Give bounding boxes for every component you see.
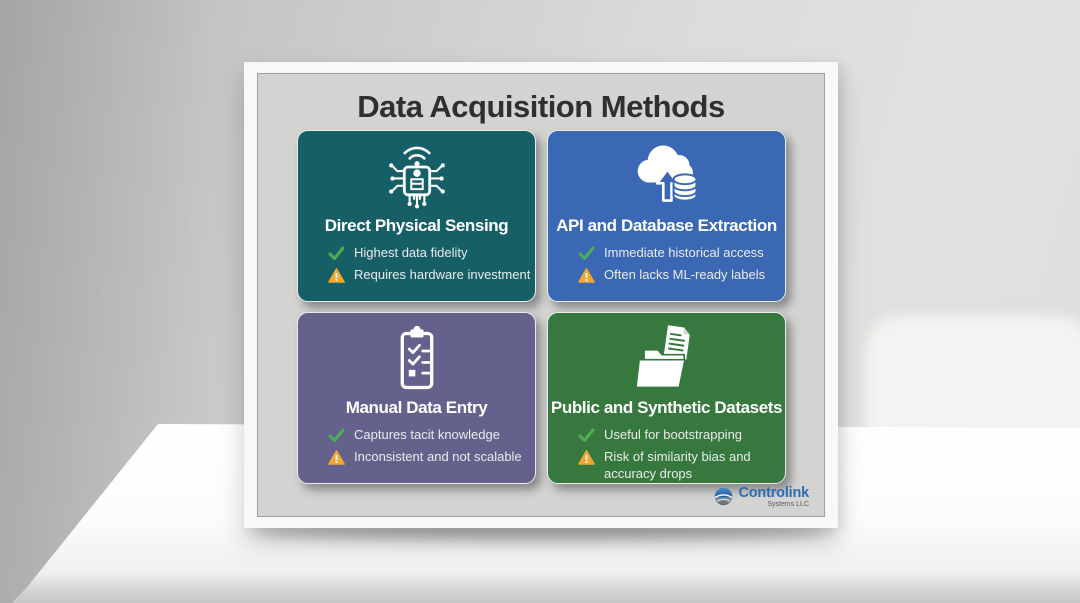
check-icon bbox=[578, 246, 595, 261]
pro-text: Immediate historical access bbox=[604, 245, 764, 260]
warning-icon bbox=[328, 450, 345, 466]
card-manual-data-entry: Manual Data Entry Captures tacit knowled… bbox=[297, 312, 536, 484]
card-bullets: Highest data fidelity Requires hardware … bbox=[298, 239, 535, 284]
pro-text: Captures tacit knowledge bbox=[354, 427, 500, 442]
sensor-chip-icon bbox=[375, 139, 459, 213]
con-item: Requires hardware investment bbox=[328, 267, 535, 284]
card-bullets: Captures tacit knowledge Inconsistent an… bbox=[298, 421, 535, 466]
cloud-upload-database-icon bbox=[625, 139, 709, 213]
check-icon bbox=[328, 428, 345, 443]
card-direct-physical-sensing: Direct Physical Sensing Highest data fid… bbox=[297, 130, 536, 302]
pro-item: Immediate historical access bbox=[578, 245, 785, 261]
card-title: API and Database Extraction bbox=[556, 216, 777, 235]
con-text: Often lacks ML-ready labels bbox=[604, 267, 766, 283]
con-text: Requires hardware investment bbox=[354, 267, 531, 283]
check-icon bbox=[578, 428, 595, 443]
con-text: Risk of similarity bias and accuracy dro… bbox=[604, 449, 751, 481]
con-item: Often lacks ML-ready labels bbox=[578, 267, 785, 284]
card-api-database-extraction: API and Database Extraction Immediate hi… bbox=[547, 130, 786, 302]
pro-text: Useful for bootstrapping bbox=[604, 427, 743, 442]
poster-panel: Data Acquisition Methods bbox=[257, 73, 825, 517]
con-item: Risk of similarity bias and accuracy dro… bbox=[578, 449, 785, 482]
pro-item: Highest data fidelity bbox=[328, 245, 535, 261]
con-item: Inconsistent and not scalable bbox=[328, 449, 535, 466]
card-public-synthetic-datasets: Public and Synthetic Datasets Useful for… bbox=[547, 312, 786, 484]
check-icon bbox=[328, 246, 345, 261]
card-title: Manual Data Entry bbox=[345, 398, 488, 417]
warning-icon bbox=[578, 268, 595, 284]
pro-item: Captures tacit knowledge bbox=[328, 427, 535, 443]
poster-title: Data Acquisition Methods bbox=[357, 89, 725, 124]
poster-board: Data Acquisition Methods bbox=[244, 62, 838, 528]
card-bullets: Immediate historical access Often lacks … bbox=[548, 239, 785, 284]
folder-documents-icon bbox=[625, 321, 709, 395]
card-bullets: Useful for bootstrapping Risk of similar… bbox=[548, 421, 785, 482]
card-title: Direct Physical Sensing bbox=[324, 216, 509, 235]
pro-text: Highest data fidelity bbox=[354, 245, 468, 260]
pro-item: Useful for bootstrapping bbox=[578, 427, 785, 443]
brand-text: Controlink Systems LLC bbox=[738, 484, 810, 508]
brand-logo: Controlink Systems LLC bbox=[713, 484, 810, 508]
clipboard-checklist-icon bbox=[375, 321, 459, 395]
warning-icon bbox=[578, 450, 595, 466]
globe-icon bbox=[714, 488, 732, 506]
warning-icon bbox=[328, 268, 345, 284]
brand-subtext: Systems LLC bbox=[767, 501, 809, 508]
table-front-edge bbox=[12, 573, 1080, 603]
brand-name: Controlink bbox=[738, 484, 810, 501]
con-text: Inconsistent and not scalable bbox=[354, 449, 522, 465]
card-title: Public and Synthetic Datasets bbox=[550, 398, 783, 417]
